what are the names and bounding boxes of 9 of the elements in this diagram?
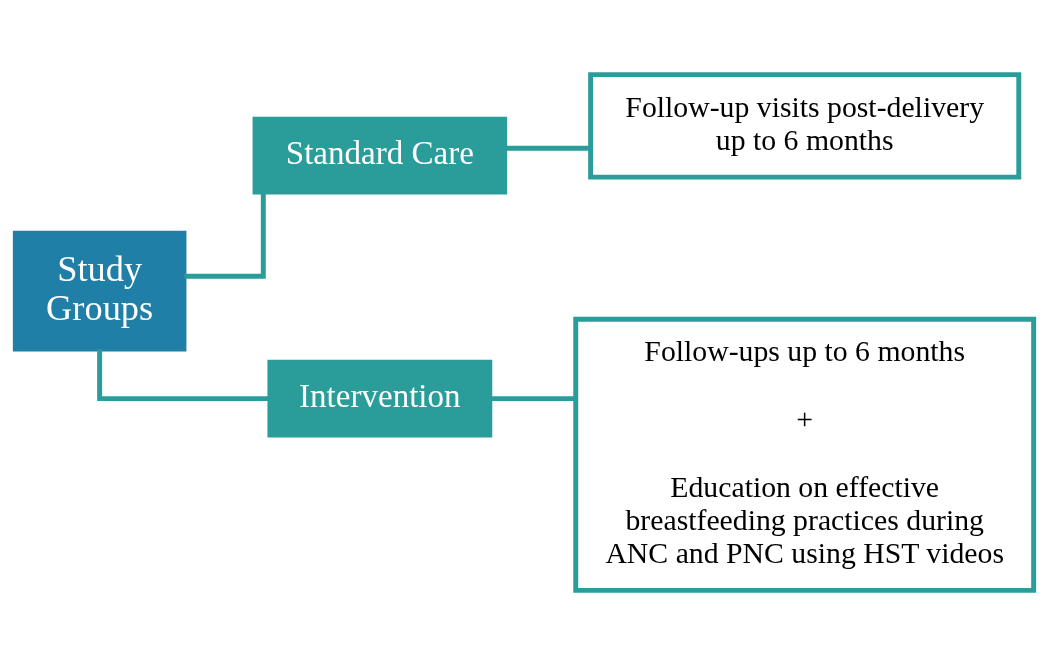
connector: [97, 348, 270, 401]
node-box: Intervention: [267, 359, 493, 437]
node-box: Standard Care: [252, 116, 508, 194]
node-box: Study Groups: [12, 230, 187, 351]
node-box: Follow-ups up to 6 months + Education on effective breastfeeding practices during ANC and PNC using HST videos: [573, 316, 1037, 593]
node-box: Follow-up visits post-delivery up to 6 months: [588, 71, 1022, 180]
connector: [489, 395, 576, 401]
connector: [505, 145, 591, 151]
connector: [184, 192, 266, 279]
